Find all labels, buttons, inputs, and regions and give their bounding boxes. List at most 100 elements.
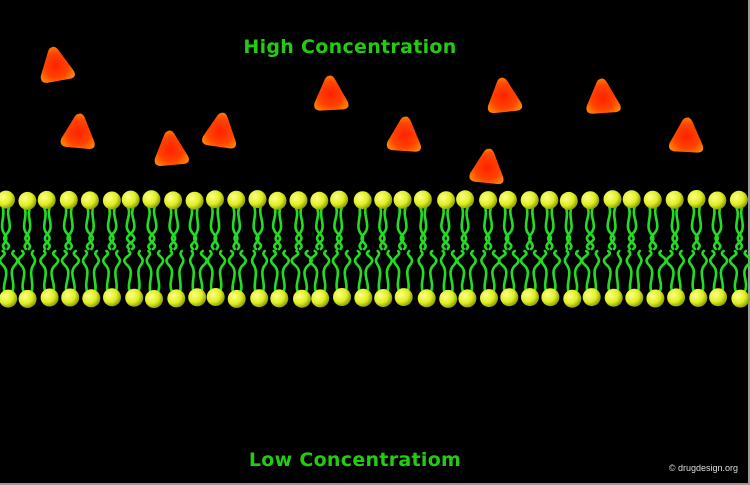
lipid-head (456, 190, 475, 209)
lipid-tail (206, 249, 214, 295)
lipid-tail (269, 249, 279, 295)
lipid-head (185, 191, 204, 210)
lipid-head (353, 191, 372, 210)
lipid-head (227, 289, 246, 308)
lipid-tail (156, 249, 165, 295)
lipid-tail (627, 204, 638, 251)
lipid-tail (114, 249, 122, 295)
lipid-head (102, 191, 121, 210)
solute-molecule (668, 117, 704, 153)
lipid-head (18, 289, 37, 308)
lipid-tail (217, 249, 227, 295)
lipid-tail (396, 204, 405, 251)
lipid-head (394, 288, 413, 307)
lipid-tail (209, 204, 218, 251)
lipid-head (250, 289, 269, 308)
lipid-head (121, 190, 140, 209)
lipid-tail (60, 249, 70, 295)
lipid-head (82, 289, 101, 308)
lipid-tail (573, 249, 583, 295)
lipid-head (458, 289, 477, 308)
lipid-tail (405, 249, 414, 295)
lipid-tail (360, 204, 369, 251)
lipid-tail (213, 204, 221, 251)
lipid-tail (238, 249, 247, 295)
lipid-tail (10, 249, 19, 295)
lipid-head (687, 190, 706, 208)
lipid-heads (0, 190, 750, 308)
lipid-head (520, 191, 539, 210)
lipid-tail (102, 249, 110, 295)
lipid-head (59, 190, 78, 209)
lipid-tail (71, 249, 81, 295)
lipid-tail (392, 249, 402, 295)
lipid-tail (178, 249, 185, 295)
lipid-tail (736, 204, 744, 251)
lipid-tail (66, 204, 74, 251)
solute-molecule (314, 75, 349, 111)
lipid-tail (428, 249, 438, 295)
lipid-tails (0, 204, 750, 295)
lipid-head (310, 191, 329, 210)
lipid-tail (510, 249, 520, 295)
lipid-head (541, 288, 560, 307)
lipid-tail (281, 249, 290, 295)
lipid-tail (29, 249, 37, 295)
lipid-head (330, 190, 349, 209)
lipid-tail (108, 204, 118, 251)
lipid-head (622, 190, 641, 209)
lipid-head (167, 289, 186, 308)
lipid-head (270, 289, 289, 308)
lipid-head (413, 190, 432, 209)
lipid-head (582, 288, 601, 307)
lipid-head (0, 289, 18, 308)
lipid-head (80, 191, 99, 210)
lipid-tail (322, 249, 331, 295)
lipid-head (625, 288, 644, 307)
lipid-tail (364, 249, 374, 295)
lipid-head (581, 191, 600, 210)
lipid-tail (374, 249, 382, 295)
lipid-tail (192, 204, 200, 251)
lipid-tail (532, 249, 542, 295)
lipid-head (646, 289, 665, 308)
lipid-head (248, 190, 267, 209)
lipid-tail (357, 204, 365, 251)
lipid-tail (255, 204, 264, 251)
lipid-head (498, 190, 517, 209)
lipid-head (37, 190, 56, 209)
lipid-tail (456, 249, 466, 295)
lipid-tail (711, 204, 719, 251)
lipid-head (500, 288, 519, 307)
solute-molecule (154, 130, 189, 166)
lipid-tail (274, 204, 283, 251)
solute-molecule (386, 116, 421, 152)
lipid-tail (690, 204, 700, 251)
solute-molecule (60, 113, 95, 149)
lipid-tail (92, 249, 100, 295)
lipid-tail (303, 249, 313, 295)
lipid-tail (563, 249, 571, 295)
lipid-head (374, 190, 393, 209)
lipid-tail (385, 249, 394, 295)
solute-molecule (469, 148, 504, 185)
lipid-tail (198, 249, 208, 295)
lipid-tail (645, 249, 654, 295)
lipid-tail (39, 249, 48, 295)
lipid-tail (88, 204, 95, 251)
lipid-head (206, 288, 225, 306)
lipid-head (268, 191, 287, 210)
lipid-tail (484, 204, 494, 251)
lipid-tail (227, 249, 236, 295)
lipid-head (333, 288, 351, 306)
lipid-head (689, 288, 708, 307)
lipid-head (61, 288, 80, 307)
lipid-head (311, 289, 330, 308)
lipid-tail (439, 249, 447, 295)
lipid-head (708, 191, 727, 210)
lipid-tail (123, 249, 132, 295)
lipid-tail (449, 249, 458, 295)
lipid-tail (687, 249, 697, 295)
lipid-tail (671, 204, 680, 251)
